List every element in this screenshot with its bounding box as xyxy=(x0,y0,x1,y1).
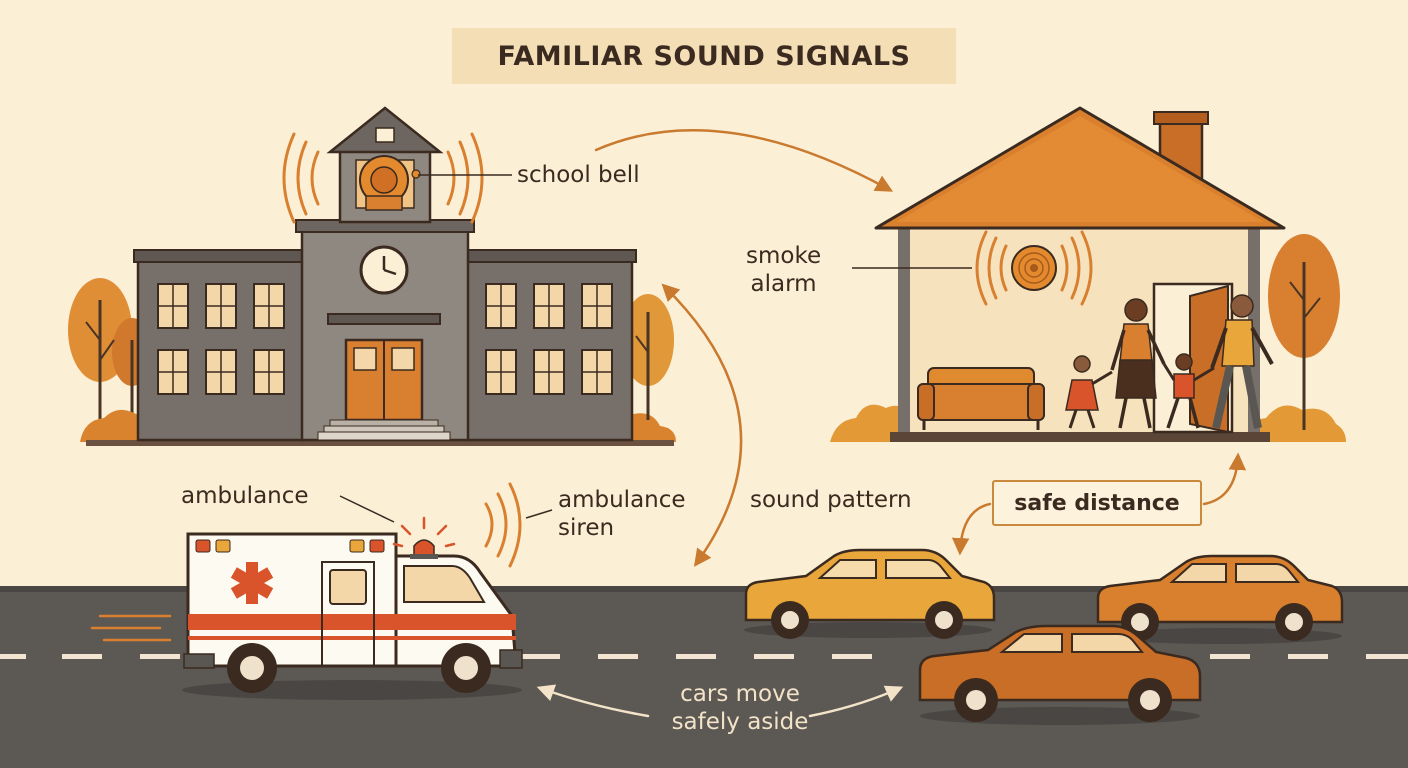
sound-waves-icon xyxy=(282,132,484,224)
star-of-life-icon xyxy=(230,562,274,604)
siren-light-icon xyxy=(392,516,456,559)
arrow-school-ambulance xyxy=(661,283,743,567)
school-windows xyxy=(157,283,613,395)
label-cars-move-line1: cars move xyxy=(680,681,800,707)
sound-waves-icon xyxy=(484,482,522,568)
label-smoke-alarm: smoke alarm xyxy=(746,242,821,298)
wheel-icon xyxy=(227,643,491,693)
arrow-cars-aside-left xyxy=(536,684,650,718)
label-cars-move-aside: cars move safely aside xyxy=(640,680,840,736)
tree-icon xyxy=(622,294,674,420)
school-bell-icon xyxy=(355,155,421,211)
road-lane-markings xyxy=(0,654,1408,659)
smoke-alarm-icon xyxy=(1011,245,1057,291)
sofa-icon xyxy=(917,367,1045,430)
arrow-safe-distance-right xyxy=(1202,452,1247,506)
page-title: FAMILIAR SOUND SIGNALS xyxy=(497,40,911,72)
car-orange-near xyxy=(918,624,1202,725)
ambulance-vehicle xyxy=(90,482,553,700)
label-ambulance-siren: ambulance siren xyxy=(558,486,686,542)
flow-arrows xyxy=(536,129,1247,718)
label-sound-pattern: sound pattern xyxy=(750,487,912,513)
safe-distance-box: safe distance xyxy=(992,480,1202,526)
label-ambulance: ambulance xyxy=(181,483,309,509)
sound-waves-icon xyxy=(975,230,1093,306)
family-evacuating-icon xyxy=(1065,294,1274,429)
arrow-safe-distance-left xyxy=(951,502,992,556)
label-cars-move-line2: safely aside xyxy=(671,709,809,735)
tree-icon xyxy=(1268,234,1340,430)
label-smoke-alarm-line1: smoke xyxy=(746,243,822,269)
car-yellow xyxy=(744,548,996,639)
title-banner: FAMILIAR SOUND SIGNALS xyxy=(452,28,956,84)
clock-icon xyxy=(359,245,409,295)
label-ambulance-siren-line1: ambulance xyxy=(558,487,686,513)
arrow-school-to-house xyxy=(594,129,894,192)
label-safe-distance: safe distance xyxy=(1014,490,1180,516)
house xyxy=(830,106,1346,442)
arrow-cars-aside-right xyxy=(808,685,904,718)
car-orange-far xyxy=(1096,554,1344,644)
school-building xyxy=(68,106,676,446)
label-school-bell: school bell xyxy=(517,162,640,188)
label-ambulance-siren-line2: siren xyxy=(558,515,615,541)
label-smoke-alarm-line2: alarm xyxy=(750,271,817,297)
